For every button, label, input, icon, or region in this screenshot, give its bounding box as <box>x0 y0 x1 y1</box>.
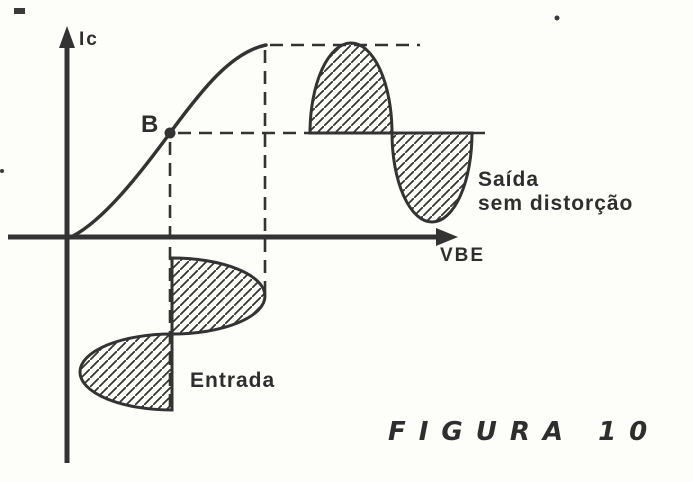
output-wave-negative-halfcycle <box>390 131 474 224</box>
output-label-line2: sem distorção <box>478 192 633 215</box>
input-wave-positive-halfcycle <box>170 256 267 336</box>
x-axis-arrowhead-icon <box>436 228 458 246</box>
bias-point-dot <box>164 127 176 139</box>
bias-point-label: B <box>141 111 158 138</box>
y-axis-label: Ic <box>79 29 99 50</box>
scan-speck <box>0 169 4 173</box>
output-label-line1: Saída <box>478 168 539 191</box>
output-wave-positive-halfcycle <box>308 41 394 135</box>
input-wave-negative-halfcycle <box>78 332 174 412</box>
scan-speck <box>554 15 560 21</box>
y-axis-arrowhead-icon <box>59 26 75 48</box>
figure-caption: FIGURA 10 <box>388 417 660 447</box>
scan-speck <box>14 8 25 14</box>
x-axis-label: VBE <box>440 245 485 266</box>
input-label: Entrada <box>190 369 275 392</box>
